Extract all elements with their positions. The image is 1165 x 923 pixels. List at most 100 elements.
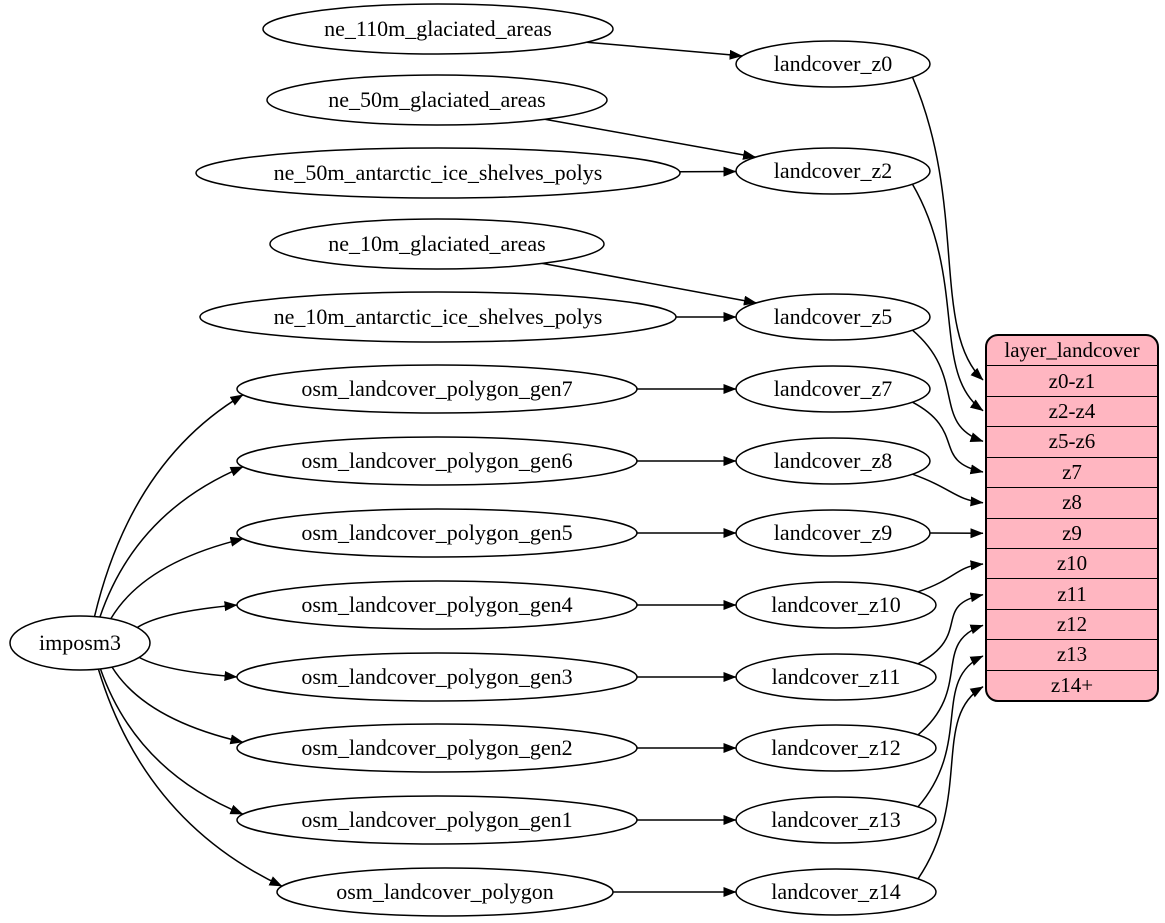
edge-imposm3-osm_landcover_polygon_gen3: [138, 656, 238, 681]
edge-imposm3-osm_landcover_polygon_gen1: [99, 668, 244, 815]
nodes-group: imposm3 ne_110m_glaciated_areas ne_50m_gla…: [9, 3, 937, 917]
node-ellipse: [236, 364, 638, 414]
node-osm_landcover_polygon_gen5: osm_landcover_polygon_gen5: [236, 508, 638, 558]
node-ellipse: [266, 74, 608, 126]
node-ellipse: [735, 724, 937, 772]
edge-ne_50m_glaciated_areas-landcover_z2: [544, 118, 757, 160]
table-row-z12: z12: [987, 608, 1157, 639]
node-label: landcover_z5: [774, 304, 893, 329]
node-ellipse: [735, 437, 931, 485]
edge-imposm3-osm_landcover_polygon: [97, 668, 283, 887]
node-label: ne_110m_glaciated_areas: [324, 16, 552, 41]
node-label: landcover_z8: [774, 448, 893, 473]
table-row-z11: z11: [987, 578, 1157, 608]
node-osm_landcover_polygon_gen6: osm_landcover_polygon_gen6: [236, 436, 638, 486]
node-ellipse: [262, 3, 614, 55]
node-ne_110m_glaciated_areas: ne_110m_glaciated_areas: [262, 3, 614, 55]
edge-landcover_z0-layer_landcover-z0-z1: [911, 76, 984, 381]
table-title: layer_landcover: [1004, 338, 1140, 363]
node-landcover_z0: landcover_z0: [735, 40, 931, 88]
node-landcover_z12: landcover_z12: [735, 724, 937, 772]
table-row-z8: z8: [987, 487, 1157, 517]
node-osm_landcover_polygon_gen3: osm_landcover_polygon_gen3: [236, 652, 638, 702]
node-ellipse: [236, 795, 638, 845]
node-landcover_z7: landcover_z7: [735, 365, 931, 413]
table-row-z9: z9: [987, 517, 1157, 548]
node-label: osm_landcover_polygon_gen1: [301, 807, 572, 832]
node-ellipse: [236, 723, 638, 773]
node-ellipse: [199, 291, 677, 343]
edge-landcover_z11-layer_landcover-z11: [917, 592, 984, 665]
node-ellipse: [236, 580, 638, 630]
edges-group: [93, 41, 984, 897]
table-row-z7: z7: [987, 456, 1157, 487]
edge-landcover_z2-layer_landcover-z2-z4: [911, 183, 984, 412]
table-row-z0-z1: z0-z1: [987, 365, 1157, 395]
node-ne_50m_antarctic_ice_shelves_polys: ne_50m_antarctic_ice_shelves_polys: [195, 147, 681, 199]
node-landcover_z8: landcover_z8: [735, 437, 931, 485]
node-ellipse: [735, 365, 931, 413]
node-label: osm_landcover_polygon_gen6: [301, 448, 572, 473]
edge-landcover_z10-layer_landcover-z10: [917, 560, 984, 593]
node-ne_10m_antarctic_ice_shelves_polys: ne_10m_antarctic_ice_shelves_polys: [199, 291, 677, 343]
edge-landcover_z7-layer_landcover-z7: [912, 401, 984, 475]
node-landcover_z11: landcover_z11: [735, 653, 937, 701]
node-osm_landcover_polygon_gen4: osm_landcover_polygon_gen4: [236, 580, 638, 630]
node-label: landcover_z7: [774, 376, 893, 401]
node-label: landcover_z10: [771, 592, 901, 617]
node-landcover_z10: landcover_z10: [735, 581, 937, 629]
node-osm_landcover_polygon_gen7: osm_landcover_polygon_gen7: [236, 364, 638, 414]
node-osm_landcover_polygon_gen1: osm_landcover_polygon_gen1: [236, 795, 638, 845]
node-ellipse: [236, 652, 638, 702]
edge-ne_110m_glaciated_areas-landcover_z0: [586, 41, 743, 60]
edge-landcover_z8-layer_landcover-z8: [912, 473, 984, 507]
node-label: osm_landcover_polygon_gen5: [301, 520, 572, 545]
node-label: imposm3: [39, 630, 121, 655]
node-landcover_z9: landcover_z9: [735, 509, 931, 557]
node-label: landcover_z2: [774, 158, 893, 183]
node-label: landcover_z0: [774, 51, 893, 76]
node-label: ne_50m_antarctic_ice_shelves_polys: [274, 160, 603, 185]
table-row-z13: z13: [987, 639, 1157, 669]
node-label: osm_landcover_polygon_gen4: [301, 592, 572, 617]
node-ellipse: [9, 615, 151, 671]
edge-landcover_z14-layer_landcover-z14+: [917, 686, 984, 880]
node-label: osm_landcover_polygon_gen3: [301, 664, 572, 689]
node-label: ne_10m_glaciated_areas: [328, 231, 545, 256]
table-row-z2-z4: z2-z4: [987, 395, 1157, 426]
table-row-z5-z6: z5-z6: [987, 426, 1157, 456]
table-row-z14plus: z14+: [987, 669, 1157, 700]
node-imposm3: imposm3: [9, 615, 151, 671]
node-label: landcover_z13: [771, 807, 901, 832]
edge-landcover_z12-layer_landcover-z12: [917, 624, 984, 736]
node-label: osm_landcover_polygon: [336, 879, 554, 904]
node-landcover_z2: landcover_z2: [735, 147, 931, 195]
node-ellipse: [735, 509, 931, 557]
node-landcover_z5: landcover_z5: [735, 293, 931, 341]
node-ellipse: [735, 40, 931, 88]
table-row-z10: z10: [987, 547, 1157, 578]
node-ellipse: [236, 436, 638, 486]
node-ellipse: [735, 293, 931, 341]
node-label: landcover_z9: [774, 520, 893, 545]
edge-imposm3-osm_landcover_polygon_gen7: [93, 394, 244, 617]
node-ellipse: [735, 796, 937, 844]
node-ellipse: [735, 581, 937, 629]
edge-imposm3-osm_landcover_polygon_gen5: [110, 536, 244, 620]
node-ellipse: [269, 218, 605, 270]
node-label: osm_landcover_polygon_gen7: [301, 376, 572, 401]
node-landcover_z13: landcover_z13: [735, 796, 937, 844]
node-ne_10m_glaciated_areas: ne_10m_glaciated_areas: [269, 218, 605, 270]
node-ne_50m_glaciated_areas: ne_50m_glaciated_areas: [266, 74, 608, 126]
edge-landcover_z13-layer_landcover-z13: [917, 655, 984, 808]
node-label: ne_10m_antarctic_ice_shelves_polys: [274, 304, 603, 329]
node-landcover_z14: landcover_z14: [735, 868, 937, 916]
layer-landcover-table: layer_landcover z0-z1 z2-z4 z5-z6 z7 z8 …: [985, 334, 1159, 702]
edge-ne_10m_glaciated_areas-landcover_z5: [542, 262, 757, 306]
node-osm_landcover_polygon: osm_landcover_polygon: [276, 867, 614, 917]
node-ellipse: [276, 867, 614, 917]
node-ellipse: [195, 147, 681, 199]
node-label: landcover_z12: [771, 735, 901, 760]
